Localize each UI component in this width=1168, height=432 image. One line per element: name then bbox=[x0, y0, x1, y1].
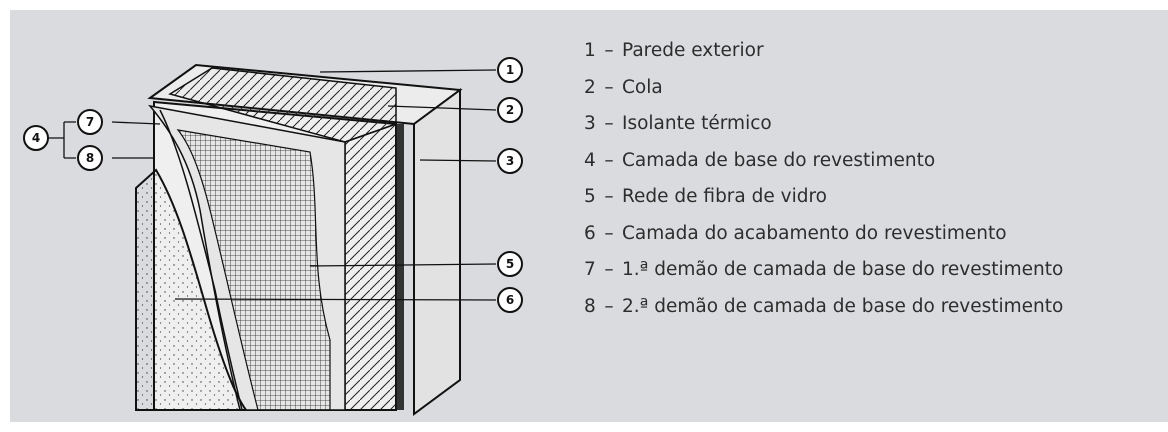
legend-label: Cola bbox=[622, 76, 663, 98]
callout-4: 4 bbox=[23, 125, 49, 151]
legend-label: Camada do acabamento do revestimento bbox=[622, 222, 1007, 244]
glass-fibre-mesh bbox=[176, 129, 331, 411]
legend-label: Camada de base do revestimento bbox=[622, 149, 936, 171]
svg-text:5: 5 bbox=[506, 257, 514, 271]
callout-6: 6 bbox=[497, 287, 523, 313]
svg-text:6: 6 bbox=[506, 293, 514, 307]
thermal-insulation bbox=[168, 67, 397, 411]
legend-label: 1.ª demão de camada de base do revestime… bbox=[622, 259, 1064, 280]
legend-label: Rede de fibra de vidro bbox=[622, 186, 827, 207]
legend-item: 8–2.ª demão de camada de base do revesti… bbox=[584, 295, 1064, 317]
callout-2: 2 bbox=[497, 97, 523, 123]
legend: 1–Parede exterior 2–Cola 3–Isolante térm… bbox=[584, 33, 1063, 325]
legend-label: Parede exterior bbox=[622, 40, 764, 61]
callout-3: 3 bbox=[497, 148, 523, 174]
legend-item: 5–Rede de fibra de vidro bbox=[584, 186, 827, 207]
svg-text:8: 8 bbox=[86, 151, 94, 165]
legend-label: 2.ª demão de camada de base do revestime… bbox=[622, 295, 1064, 317]
svg-text:3: 3 bbox=[506, 154, 514, 168]
legend-item: 6–Camada do acabamento do revestimento bbox=[584, 222, 1007, 244]
callout-8: 8 bbox=[77, 145, 103, 171]
svg-text:2: 2 bbox=[506, 103, 514, 117]
adhesive-layer bbox=[396, 124, 404, 410]
legend-item: 4–Camada de base do revestimento bbox=[584, 149, 936, 171]
leader-lines bbox=[48, 69, 497, 301]
svg-text:7: 7 bbox=[86, 115, 94, 129]
callout-5: 5 bbox=[497, 251, 523, 277]
legend-item: 1–Parede exterior bbox=[584, 40, 764, 61]
legend-label: Isolante térmico bbox=[622, 113, 772, 134]
wall-section-diagram: 1 2 3 4 5 6 7 8 bbox=[23, 57, 523, 416]
finishing-coat bbox=[135, 168, 248, 411]
legend-item: 3–Isolante térmico bbox=[584, 113, 772, 134]
svg-text:4: 4 bbox=[32, 131, 40, 145]
svg-text:1: 1 bbox=[506, 63, 514, 77]
callout-1: 1 bbox=[497, 57, 523, 83]
callout-7: 7 bbox=[77, 109, 103, 135]
legend-item: 2–Cola bbox=[584, 76, 663, 98]
figure-panel: 1 2 3 4 5 6 7 8 1–Pared bbox=[10, 10, 1168, 422]
legend-item: 7–1.ª demão de camada de base do revesti… bbox=[584, 259, 1064, 280]
